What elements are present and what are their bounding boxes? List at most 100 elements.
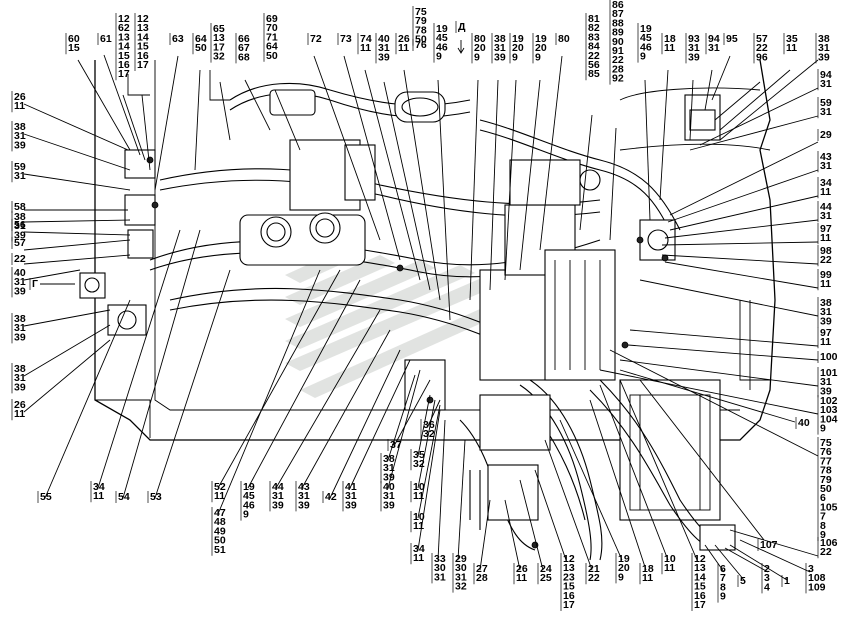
callout-number: 32: [213, 51, 225, 63]
callout-number: 60: [68, 33, 80, 45]
callout-number: 8: [820, 520, 826, 532]
callout-number: 13: [137, 22, 149, 34]
callout-number: 31: [14, 276, 26, 288]
callout-number: Д: [458, 21, 466, 33]
callout-number: 78: [415, 24, 427, 36]
callout-number: 11: [93, 490, 104, 502]
callout-number: 34: [413, 543, 425, 555]
callout-number: 38: [820, 297, 832, 309]
callout-number: 3: [808, 563, 814, 575]
callout-number: 9: [640, 51, 646, 63]
callout-number: 68: [238, 51, 250, 63]
callout-number: 26: [398, 33, 410, 45]
callout-number: 32: [455, 581, 467, 593]
callout-number: 31: [820, 210, 832, 222]
callout-number: 19: [512, 33, 524, 45]
callout-c42: 42: [322, 491, 337, 503]
callout-number: 9: [720, 591, 726, 603]
callout-number: 31: [272, 490, 284, 502]
callout-number: 39: [272, 499, 284, 511]
callout-number: 19: [618, 553, 630, 565]
callout-number: 39: [383, 499, 395, 511]
callout-number: 20: [474, 42, 486, 54]
callout-number: 31: [14, 322, 26, 334]
callout-number: 6: [820, 492, 826, 504]
callout-number: 107: [760, 539, 778, 551]
callout-number: 39: [378, 51, 390, 63]
callout-c107: 107: [757, 539, 778, 551]
callout-number: 11: [820, 278, 831, 290]
callout-number: 31: [820, 306, 832, 318]
leader-lines: [23, 40, 819, 581]
callout-c80b: 80: [555, 33, 570, 45]
callout-number: 72: [310, 33, 322, 45]
callout-cG: Г: [29, 278, 38, 290]
callout-number: 17: [563, 599, 575, 611]
callout-number: 31: [434, 571, 446, 583]
callout-number: 28: [476, 572, 488, 584]
callout-number: 1: [784, 575, 790, 587]
callout-number: 31: [688, 42, 700, 54]
callout-number: 82: [588, 22, 600, 34]
callout-number: 22: [756, 42, 768, 54]
callout-number: 9: [474, 51, 480, 63]
callout-number: 15: [137, 41, 149, 53]
callout-c73: 73: [337, 33, 352, 45]
callout-number: 8: [720, 581, 726, 593]
callout-number: 16: [118, 59, 130, 71]
callout-number: 80: [558, 33, 570, 45]
callout-number: 31: [820, 78, 832, 90]
callout-number: 83: [588, 31, 600, 43]
callout-number: 50: [195, 42, 207, 54]
callout-number: 15: [694, 581, 706, 593]
callout-number: 3: [764, 572, 770, 584]
callout-number: 57: [756, 33, 768, 45]
callout-number: 59: [14, 161, 26, 173]
callout-number: 19: [640, 23, 652, 35]
callout-number: 26: [14, 399, 26, 411]
callout-number: 67: [238, 42, 250, 54]
callout-number: 50: [266, 50, 278, 62]
callout-number: 11: [14, 408, 25, 420]
callout-number: 40: [383, 481, 395, 493]
watermark-logo: [285, 250, 515, 398]
callout-number: 44: [272, 481, 284, 493]
callout-number: 11: [14, 100, 25, 112]
callout-number: 106: [820, 537, 838, 549]
callout-number: 38: [494, 33, 506, 45]
callout-number: 32: [423, 428, 435, 440]
callout-number: 22: [820, 546, 832, 558]
callout-number: 22: [820, 254, 832, 266]
callout-number: 77: [820, 455, 832, 467]
callout-number: 79: [415, 15, 427, 27]
callout-number: 38: [14, 211, 26, 223]
callout-number: 20: [535, 42, 547, 54]
callout-number: 88: [612, 17, 624, 29]
callout-number: 40: [14, 267, 26, 279]
callout-number: 34: [820, 177, 832, 189]
callout-number: 61: [100, 33, 112, 45]
